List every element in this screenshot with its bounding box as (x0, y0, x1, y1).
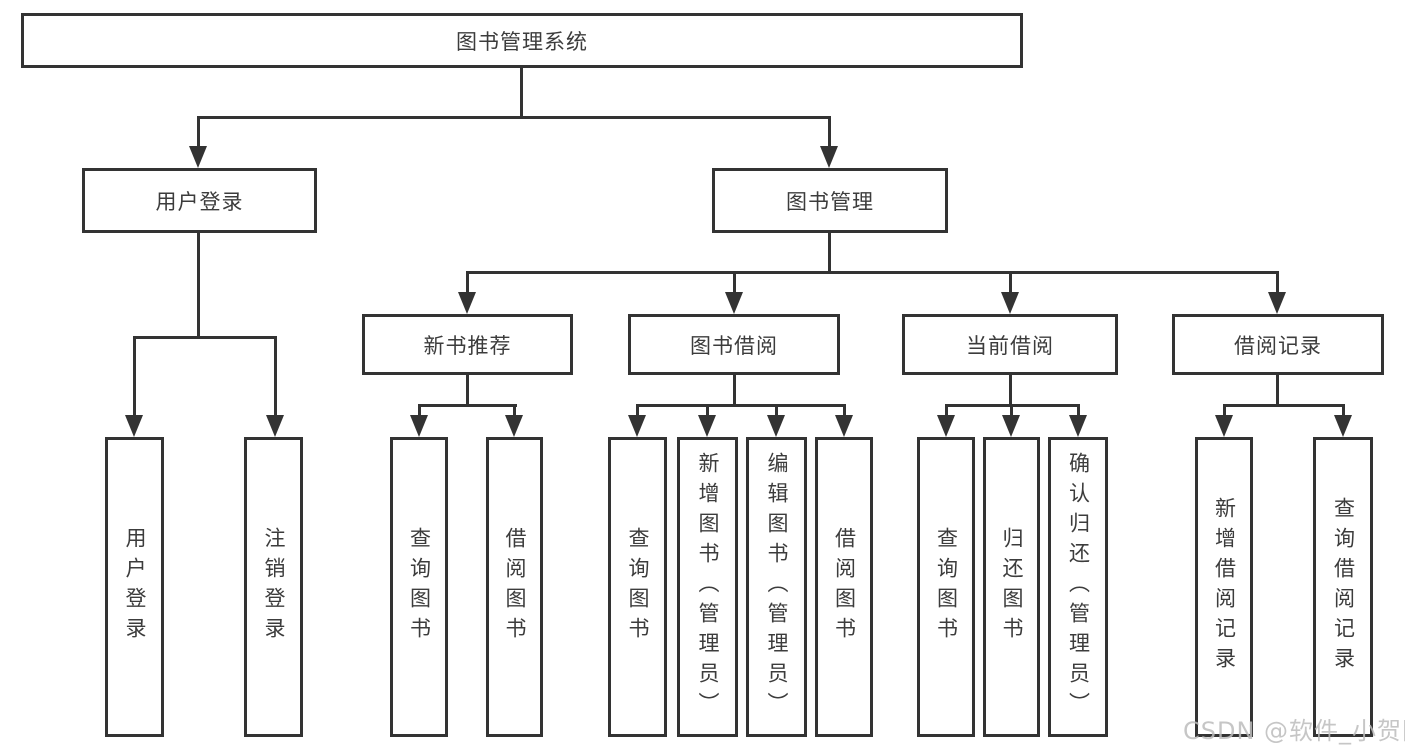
leaf-recommend-borrow-books: 借阅图书 (486, 437, 543, 737)
connector-to-current-leaf-3 (1077, 404, 1080, 417)
leaf-borrow-query-books: 查询图书 (608, 437, 667, 737)
leaf-current-query-books: 查询图书 (917, 437, 975, 737)
connector-to-borrow-leaf-3 (775, 404, 778, 417)
arrowhead-to-book-management (820, 146, 838, 168)
arrowhead-to-current (1001, 292, 1019, 314)
arrowhead-to-borrow-leaf-2 (698, 415, 716, 437)
leaf-borrow-edit-books-admin: 编辑图书（管理员） (746, 437, 807, 737)
arrowhead-to-leaf-user-login (125, 415, 143, 437)
connector-to-borrow (733, 271, 736, 294)
node-current-borrow: 当前借阅 (902, 314, 1118, 375)
connector-records-stub (1276, 374, 1279, 406)
arrowhead-to-borrow (725, 292, 743, 314)
arrowhead-to-current-leaf-2 (1002, 415, 1020, 437)
connector-recommend-stub (466, 374, 469, 406)
node-book-borrow: 图书借阅 (628, 314, 840, 375)
connector-books-stub (828, 233, 831, 273)
leaf-logout: 注销登录 (244, 437, 303, 737)
connector-to-records-leaf-2 (1342, 404, 1345, 417)
connector-to-records (1276, 271, 1279, 294)
connector-to-borrow-leaf-1 (636, 404, 639, 417)
connector-recommend-rail (418, 404, 517, 407)
connector-level3-rail (466, 271, 1279, 274)
connector-to-borrow-leaf-2 (706, 404, 709, 417)
leaf-records-add-record: 新增借阅记录 (1195, 437, 1253, 737)
arrowhead-to-borrow-leaf-1 (628, 415, 646, 437)
connector-to-user-login (197, 116, 200, 148)
connector-borrow-rail (636, 404, 846, 407)
connector-to-borrow-leaf-4 (843, 404, 846, 417)
arrowhead-to-borrow-leaf-3 (767, 415, 785, 437)
arrowhead-to-recommend-leaf-2 (505, 415, 523, 437)
leaf-current-return-books: 归还图书 (983, 437, 1040, 737)
node-new-book-recommend: 新书推荐 (362, 314, 573, 375)
connector-to-leaf-user-login (133, 336, 136, 417)
arrowhead-to-current-leaf-3 (1069, 415, 1087, 437)
connector-current-stub (1009, 374, 1012, 406)
connector-to-current-leaf-1 (945, 404, 948, 417)
connector-to-leaf-logout (274, 336, 277, 417)
connector-to-records-leaf-1 (1223, 404, 1226, 417)
arrowhead-to-current-leaf-1 (937, 415, 955, 437)
connector-to-recommend-leaf-1 (418, 404, 421, 417)
arrowhead-to-borrow-leaf-4 (835, 415, 853, 437)
connector-to-book-management (828, 116, 831, 148)
arrowhead-to-records-leaf-2 (1334, 415, 1352, 437)
node-borrow-records: 借阅记录 (1172, 314, 1384, 375)
connector-to-recommend (466, 271, 469, 294)
node-user-login: 用户登录 (82, 168, 317, 233)
leaf-borrow-add-books-admin: 新增图书（管理员） (677, 437, 738, 737)
arrowhead-to-user-login (189, 146, 207, 168)
connector-level2-rail (197, 116, 831, 119)
leaf-current-confirm-return-admin: 确认归还（管理员） (1048, 437, 1108, 737)
connector-user-stub (197, 232, 200, 337)
leaf-records-query-record: 查询借阅记录 (1313, 437, 1373, 737)
connector-to-current-leaf-2 (1010, 404, 1013, 417)
connector-records-rail (1223, 404, 1345, 407)
arrowhead-to-leaf-logout (266, 415, 284, 437)
arrowhead-to-records-leaf-1 (1215, 415, 1233, 437)
leaf-borrow-borrow-books: 借阅图书 (815, 437, 873, 737)
connector-borrow-stub (733, 374, 736, 406)
csdn-watermark: CSDN @软件_小贺同学 (1183, 717, 1405, 745)
node-library-system: 图书管理系统 (21, 13, 1023, 68)
connector-to-current (1009, 271, 1012, 294)
connector-to-recommend-leaf-2 (513, 404, 516, 417)
arrowhead-to-recommend (458, 292, 476, 314)
arrowhead-to-records (1268, 292, 1286, 314)
connector-user-rail (133, 336, 277, 339)
node-book-management: 图书管理 (712, 168, 948, 233)
connector-root-stub (520, 68, 523, 117)
leaf-recommend-query-books: 查询图书 (390, 437, 448, 737)
arrowhead-to-recommend-leaf-1 (410, 415, 428, 437)
leaf-user-login: 用户登录 (105, 437, 164, 737)
